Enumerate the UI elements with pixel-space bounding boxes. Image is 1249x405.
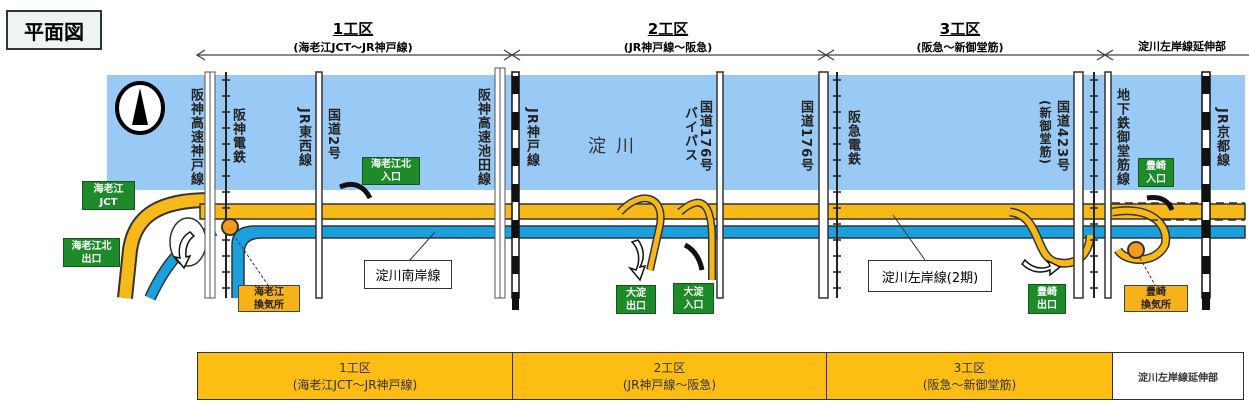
river-label-2: 川 [616,136,634,157]
label-route176-bypass-sub: バイパス [682,106,697,162]
callout-south-bank-line: 淀川南岸線 [364,260,452,289]
page-title: 平面図 [6,10,102,50]
jr-line-segment [512,112,519,130]
sign-ebie-north-exit: 海老江北出口 [63,238,120,267]
ebie-ventilation-label: 海老江換気所 [238,285,300,312]
bottom-section-3: 3工区 (阪急～新御堂筋) [826,352,1113,400]
label-line: 換気所 [1141,299,1171,311]
label-route423-sub: (新御堂筋) [1038,100,1052,165]
jr-line-segment [1202,292,1210,310]
north-compass-icon [115,81,165,135]
sign-line: 入口 [381,172,401,183]
jr-line-segment [512,292,519,310]
bottom-section-2: 2工区 (JR神戸線～阪急) [512,352,827,400]
yodo-river [107,75,1245,190]
ramp-arrows [338,181,1175,271]
sign-line: 豊崎 [1146,160,1166,172]
sign-line: 豊崎 [1037,287,1057,298]
sign-line: 海老江北 [71,240,112,252]
section-range: (阪急～新御堂筋) [922,378,1017,392]
extension-header: 淀川左岸線延伸部 [1138,40,1226,53]
toyosaki-ventilation-label: 豊崎換気所 [1124,285,1188,312]
section-name: 2工区 [647,20,689,38]
section-1-header: 1工区 (海老江JCT～JR神戸線) [253,18,453,55]
sign-line: 大淀 [626,287,646,299]
section-range: (海老江JCT～JR神戸線) [293,41,413,54]
sign-line: 海老江 [93,183,124,195]
section-range: (海老江JCT～JR神戸線) [292,378,418,392]
section-name: 1工区 [339,361,371,375]
section-name: 淀川左岸線延伸部 [1138,372,1218,384]
section-range: (阪急～新御堂筋) [916,41,1004,54]
sign-line: 出口 [626,300,646,312]
label-line: 豊崎 [1146,286,1166,298]
label-line: 海老江 [254,286,284,298]
label-line: 換気所 [254,299,284,311]
label-hanshin-expwy-ikeda: 阪神高速池田線 [475,88,490,186]
section-range: (JR神戸線～阪急) [623,41,713,54]
jr-line-segment [512,76,519,94]
leader-lines [232,214,1156,286]
bottom-extension: 淀川左岸線延伸部 [1112,352,1244,400]
sign-ebie-north-entrance: 海老江北入口 [362,157,420,185]
sign-oyodo-exit: 大淀出口 [616,285,656,314]
jr-line-segment [512,184,519,202]
jr-line-segment [512,220,519,238]
label-route2: 国道2号 [325,108,340,161]
sign-line: 出口 [1037,300,1057,311]
section-arrows [195,49,1249,61]
sign-toyosaki-entrance: 豊崎入口 [1138,158,1174,187]
sign-line: JCT [99,196,118,208]
sign-line: 大淀 [683,286,704,298]
ramp-arrows-outline [173,231,1062,282]
label-hankyu: 阪急電鉄 [845,110,860,166]
sign-line: 海老江北 [371,159,411,170]
section-range: (JR神戸線～阪急) [622,378,717,392]
section-name: 3工区 [953,361,986,375]
section-name: 2工区 [653,361,686,375]
jr-line-segment [1202,184,1210,202]
ebie-ventilation-marker [221,218,239,236]
label-route176: 国道176号 [798,100,813,173]
label-midosuji-subway: 地下鉄御堂筋線 [1114,88,1129,186]
extension-dashed [1112,202,1245,221]
section-name: 3工区 [939,20,981,38]
jr-line-segment [1202,148,1210,166]
jr-line-segment [512,256,519,274]
jr-line-segment [512,148,519,166]
label-jr-kyoto: JR京都線 [1214,108,1229,167]
jr-line-segment [1202,76,1210,94]
toyosaki-ventilation-marker [1127,241,1145,259]
label-jr-tozai: JR東西線 [296,108,311,167]
jr-line-segment [1202,220,1210,238]
label-route176-bypass: 国道176号 [697,100,712,173]
river-label-1: 淀 [588,136,606,157]
label-jr-kobe: JR神戸線 [524,108,539,167]
bottom-section-1: 1工区 (海老江JCT～JR神戸線) [197,352,513,400]
label-hanshin-expwy-kobe: 阪神高速神戸線 [188,88,203,186]
label-hanshin-railway: 阪神電鉄 [230,108,245,164]
section-name: 1工区 [332,20,374,38]
sign-line: 入口 [683,299,704,311]
section-2-header: 2工区 (JR神戸線～阪急) [568,18,768,55]
section-3-header: 3工区 (阪急～新御堂筋) [860,18,1060,55]
sign-toyosaki-exit: 豊崎出口 [1028,284,1066,314]
jr-line-segment [1202,256,1210,274]
jr-line-segment [1202,112,1210,130]
sign-line: 入口 [1146,173,1166,185]
sign-oyodo-entrance: 大淀入口 [673,283,714,314]
sign-line: 出口 [81,253,102,265]
label-route423: 国道423号 [1054,100,1069,173]
callout-left-bank-line: 淀川左岸線(2期) [868,260,992,292]
